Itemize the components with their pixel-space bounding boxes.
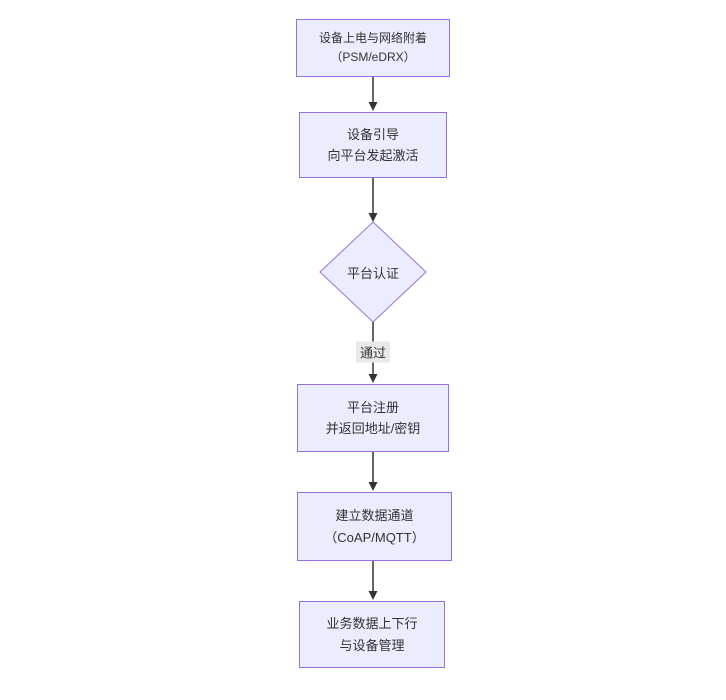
node-data-channel: 建立数据通道 （CoAP/MQTT） xyxy=(297,492,452,561)
node-text-line: 平台注册 xyxy=(346,399,399,415)
node-text-line: （CoAP/MQTT） xyxy=(324,529,425,545)
arrowhead-icon xyxy=(368,374,378,383)
node-business-data: 业务数据上下行 与设备管理 xyxy=(299,601,445,668)
node-text-line: （PSM/eDRX） xyxy=(330,50,416,64)
arrowhead-icon xyxy=(368,591,378,600)
node-device-bootstrap: 设备引导 向平台发起激活 xyxy=(299,112,447,178)
node-text-line: 向平台发起激活 xyxy=(327,148,419,163)
node-text-line: 设备上电与网络附着 xyxy=(318,30,427,45)
node-text-line: 设备引导 xyxy=(346,126,399,142)
node-text-line: 建立数据通道 xyxy=(335,508,414,524)
edge-label-pass: 通过 xyxy=(355,341,391,363)
arrowhead-icon xyxy=(368,213,378,222)
arrowhead-icon xyxy=(368,102,378,111)
node-text-line: 与设备管理 xyxy=(339,637,405,653)
node-text-line: 业务数据上下行 xyxy=(326,616,418,632)
arrowhead-icon xyxy=(368,482,378,491)
node-power-network-attach: 设备上电与网络附着 （PSM/eDRX） xyxy=(296,19,450,77)
decision-platform-auth-label: 平台认证 xyxy=(346,265,399,281)
node-text-line: 并返回地址/密钥 xyxy=(325,421,421,436)
node-platform-register: 平台注册 并返回地址/密钥 xyxy=(297,384,449,452)
